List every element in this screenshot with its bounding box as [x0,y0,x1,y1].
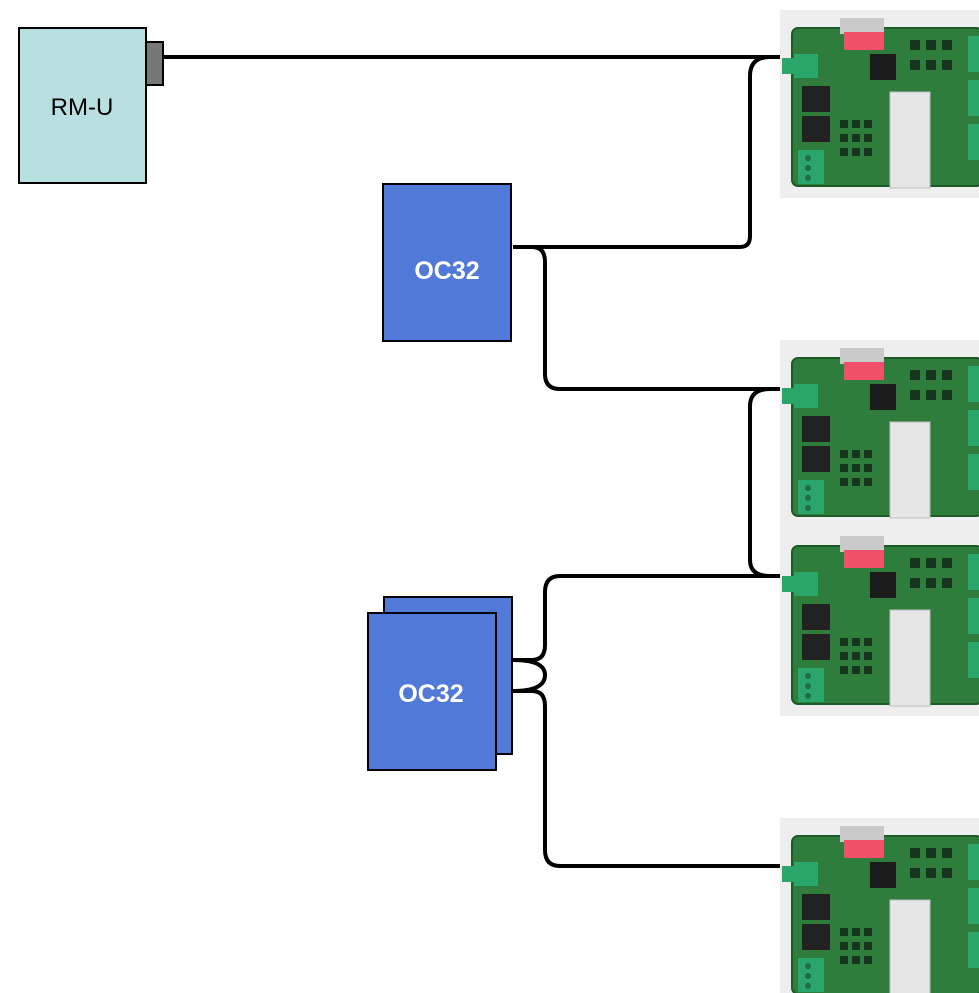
rmu-connector [145,41,164,86]
oc32-top-label: OC32 [414,257,479,285]
oc32-bottom-label: OC32 [398,680,463,708]
board-3 [779,527,979,717]
oc32-bottom-stack: OC32 [367,596,513,771]
wire-oc32-bottom-to-board-3 [513,574,787,662]
board-2 [779,339,979,529]
board-1 [779,9,979,199]
wire-oc32-top-to-board-2 [513,245,787,391]
wires [162,55,787,868]
wire-oc32-bottom-to-board-4 [513,689,787,868]
oc32-bottom-front [367,612,497,771]
rmu-device: RM-U [18,27,164,184]
rmu-label: RM-U [51,94,114,121]
board-4 [779,817,979,993]
oc32-top: OC32 [382,183,512,342]
wire-oc32-top-to-board-1 [513,55,787,249]
wire-oc32-bottom-loop [512,658,548,693]
